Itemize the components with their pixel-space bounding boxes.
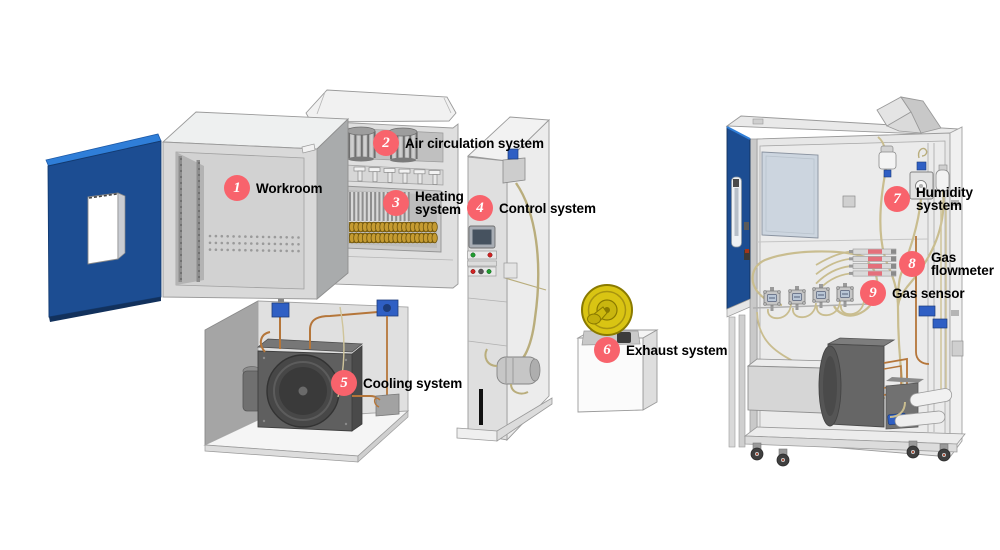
copper-pipes [259,311,381,405]
frame-post [738,314,746,448]
callout-exhaust: 6 Exhaust system [594,337,728,363]
muffler [909,388,953,407]
muffler [894,410,946,428]
cooling-unit [242,298,400,432]
shelf-rail [196,160,200,282]
humidity-cylinder [935,169,950,192]
exhaust-unit [576,284,659,413]
copper-line [915,236,930,365]
right-door-edge [949,126,963,459]
door-bottom-edge [49,297,161,322]
callout-label: Workroom [256,180,323,196]
fan-shadow [348,156,374,162]
blower-inlet [587,313,601,325]
gas-flowmeters [815,248,897,294]
fan-shadow [390,157,416,163]
green-lamp [470,252,476,258]
callout-air-circulation: 2 Air circulation system [373,130,544,156]
callout-label: Cooling system [363,375,463,391]
callout-label: Air circulation system [405,135,544,151]
marker-1: 1 [224,175,250,201]
water-tank [747,365,823,414]
touchscreen [472,229,492,245]
marker-7: 7 [884,186,910,212]
control-cabinet [456,116,553,442]
workroom-chamber [161,111,350,300]
blue-valve [918,305,936,317]
blue-connector [507,148,519,160]
blue-valve [932,318,948,329]
heater-terminals [353,166,441,185]
knob [478,268,484,275]
callout-workroom: 1 Workroom [224,175,323,201]
humidity-tube [896,198,923,303]
callout-gas-sensor: 9 Gas sensor [860,280,965,306]
frame-post [728,316,736,448]
callout-label: Control system [499,200,596,216]
hinge [744,250,750,260]
marker-9: 9 [860,280,886,306]
blower-motor [617,332,631,343]
door-panel [45,133,162,322]
callout-control: 4 Control system [467,195,596,221]
workroom-perforations [208,234,300,253]
vent-slot [479,389,483,425]
red-button [470,269,476,274]
humidity-valve [878,151,897,170]
bottom-machinery [746,305,953,430]
marker-6: 6 [594,337,620,363]
heating-unit [331,164,454,261]
callout-label: Gas sensor [892,285,965,301]
green-button [486,269,492,274]
casters [750,440,951,467]
callout-label: Exhaust system [626,342,728,358]
gas-sensors [763,283,865,320]
solenoid-valve [271,302,290,318]
shelf-rail [178,156,182,282]
latch [301,143,316,154]
marker-4: 4 [467,195,493,221]
marker-5: 5 [331,370,357,396]
edge-handle [951,340,964,357]
hinge [744,222,749,230]
red-lamp [487,252,493,258]
chimney-hood [900,96,942,134]
marker-8: 8 [899,251,925,277]
inner-window [761,151,819,239]
small-connector [842,195,856,208]
callout-cooling: 5 Cooling system [331,370,462,396]
fan-top [346,126,376,136]
indicator-panel [467,250,497,260]
fan-blades [348,131,418,159]
pipe-bracket [375,393,400,417]
relay-box [502,157,526,184]
marker-2: 2 [373,130,399,156]
marker-3: 3 [383,190,409,216]
heater-coils [348,221,438,244]
door-window [87,192,119,265]
